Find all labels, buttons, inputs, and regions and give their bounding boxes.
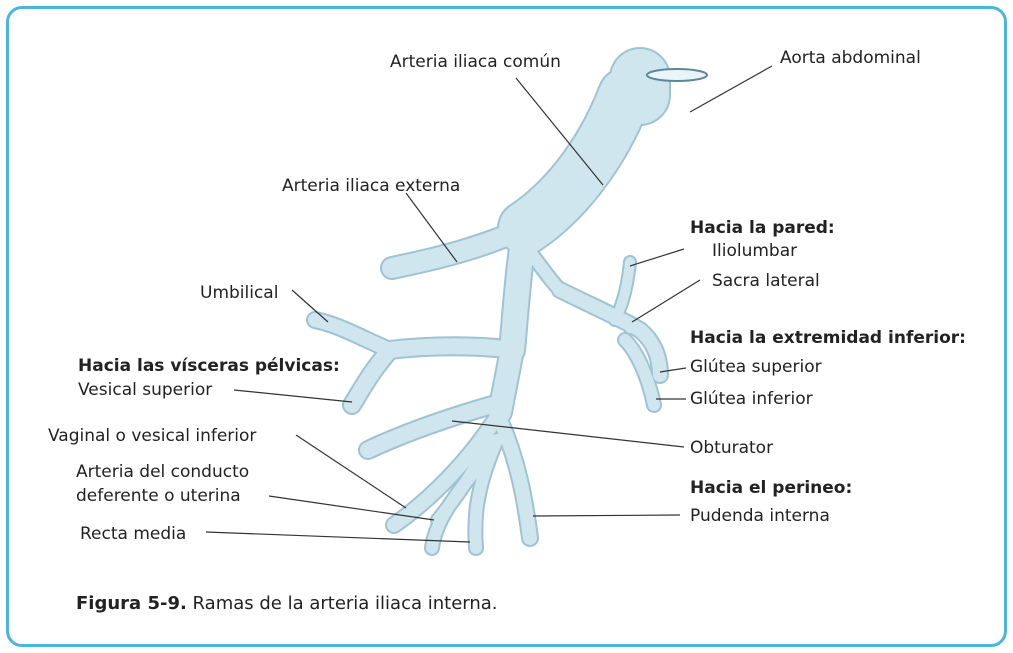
caption-number: Figura 5-9.: [76, 593, 187, 614]
label-iliolumbar: Iliolumbar: [712, 241, 797, 261]
heading-hacia-pared: Hacia la pared:: [690, 218, 835, 238]
label-glutea-inferior: Glútea inferior: [690, 389, 813, 409]
figure-caption: Figura 5-9. Ramas de la arteria iliaca i…: [76, 593, 498, 614]
label-vesical-superior: Vesical superior: [78, 380, 212, 400]
caption-text: Ramas de la arteria iliaca interna.: [193, 593, 498, 614]
label-arteria-iliaca-comun: Arteria iliaca común: [390, 52, 561, 72]
heading-hacia-perineo: Hacia el perineo:: [690, 478, 852, 498]
label-umbilical: Umbilical: [200, 283, 278, 303]
label-vaginal-vesical-inferior: Vaginal o vesical inferior: [48, 426, 256, 446]
label-pudenda-interna: Pudenda interna: [690, 506, 830, 526]
label-aorta-abdominal: Aorta abdominal: [780, 48, 921, 68]
vessel-tree: [315, 78, 660, 548]
heading-hacia-extremidad: Hacia la extremidad inferior:: [690, 328, 966, 348]
heading-hacia-visceras: Hacia las vísceras pélvicas:: [78, 356, 340, 376]
label-conducto-line2: deferente o uterina: [76, 486, 241, 506]
aorta-opening: [647, 69, 707, 81]
label-recta-media: Recta media: [80, 524, 186, 544]
label-glutea-superior: Glútea superior: [690, 357, 822, 377]
label-arteria-iliaca-externa: Arteria iliaca externa: [282, 176, 460, 196]
label-sacra-lateral: Sacra lateral: [712, 271, 820, 291]
label-obturator: Obturator: [690, 438, 773, 458]
label-conducto-line1: Arteria del conducto: [76, 462, 249, 482]
